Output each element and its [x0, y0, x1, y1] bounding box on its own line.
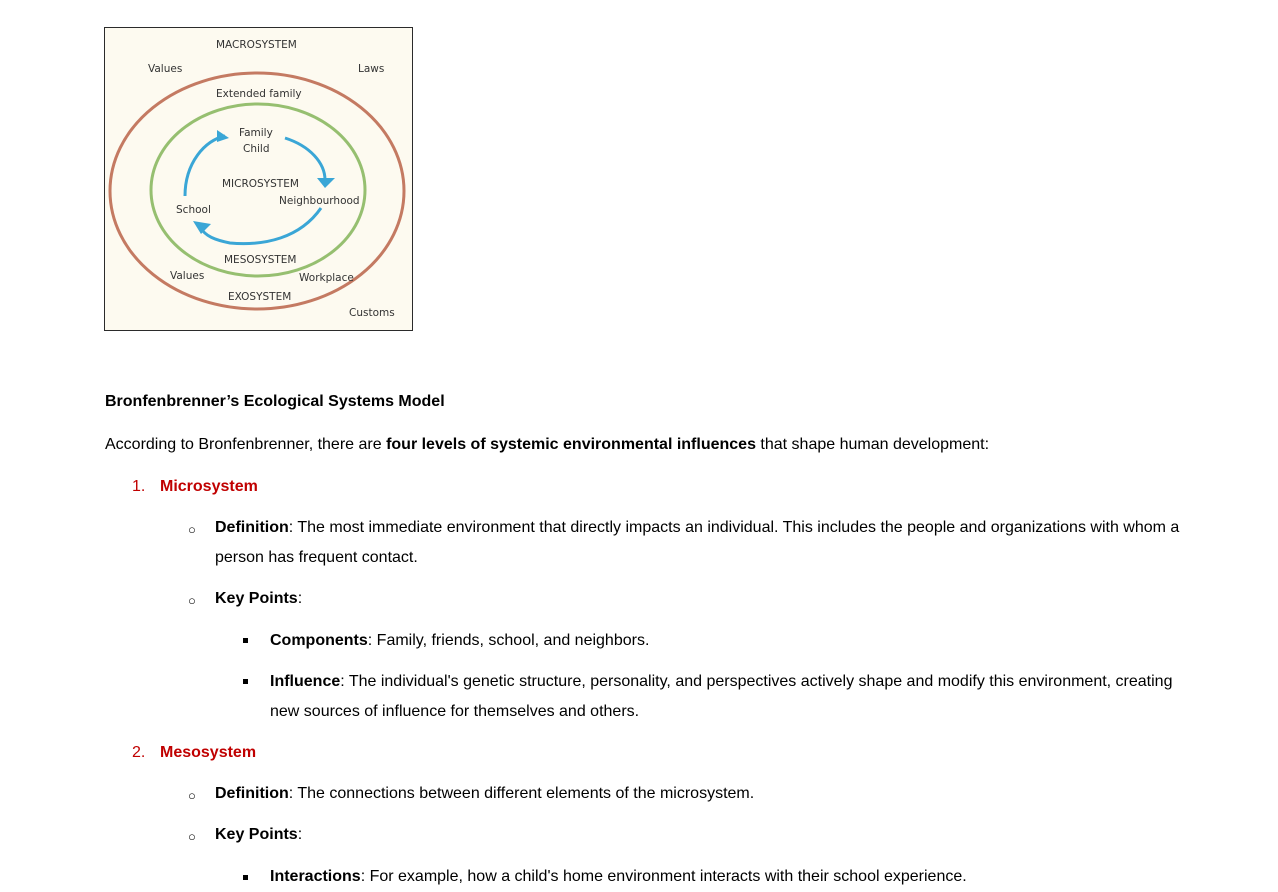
key-points-label: Key Points — [215, 826, 298, 843]
intro-text-bold: four levels of systemic environmental in… — [386, 436, 756, 453]
label-school: School — [176, 204, 211, 216]
circle-bullet: ○ — [188, 593, 196, 608]
label-customs: Customs — [349, 307, 395, 319]
definition-text: : The most immediate environment that di… — [215, 519, 1180, 566]
point-text: : For example, how a child's home enviro… — [360, 868, 967, 885]
label-exosystem: EXOSYSTEM — [228, 291, 291, 303]
point-influence: Influence: The individual's genetic stru… — [270, 667, 1175, 726]
key-points-colon: : — [297, 826, 303, 843]
macrosystem-ring — [108, 71, 406, 311]
circle-bullet: ○ — [188, 829, 196, 844]
intro-paragraph: According to Bronfenbrenner, there are f… — [105, 430, 989, 460]
label-workplace: Workplace — [299, 272, 354, 284]
point-label: Influence — [270, 673, 341, 690]
term-microsystem: Microsystem — [160, 478, 258, 495]
arrow-family-to-neighbourhood — [284, 136, 327, 181]
key-points-colon: : — [297, 590, 303, 607]
circle-bullet: ○ — [188, 788, 196, 803]
arrow-neighbourhood-to-school — [199, 207, 323, 246]
ecological-model-diagram: MACROSYSTEM Values Laws Extended family … — [104, 27, 413, 331]
arrow-head — [317, 178, 335, 188]
mesosystem-definition: Definition: The connections between diff… — [215, 779, 754, 809]
definition-text: : The connections between different elem… — [288, 785, 755, 802]
square-bullet — [243, 875, 248, 880]
diagram-svg: MACROSYSTEM Values Laws Extended family … — [108, 39, 406, 319]
square-bullet — [243, 679, 248, 684]
label-laws: Laws — [358, 63, 384, 75]
definition-label: Definition — [215, 519, 289, 536]
square-bullet — [243, 638, 248, 643]
list-number-1: 1. — [132, 478, 146, 495]
key-points-label: Key Points — [215, 590, 298, 607]
point-interactions: Interactions: For example, how a child's… — [270, 862, 967, 892]
label-macrosystem: MACROSYSTEM — [216, 39, 297, 51]
label-values-top: Values — [148, 63, 182, 75]
term-mesosystem: Mesosystem — [160, 744, 257, 761]
intro-text-after: that shape human development: — [755, 436, 990, 453]
label-neighbourhood: Neighbourhood — [279, 195, 360, 207]
circle-bullet: ○ — [188, 522, 196, 537]
point-text: : The individual's genetic structure, pe… — [270, 673, 1173, 720]
microsystem-key-points: Key Points: — [215, 584, 302, 614]
label-extended-family: Extended family — [216, 88, 302, 100]
point-components: Components: Family, friends, school, and… — [270, 626, 649, 656]
microsystem-definition: Definition: The most immediate environme… — [215, 513, 1185, 572]
section-heading: Bronfenbrenner’s Ecological Systems Mode… — [105, 393, 445, 410]
list-number-2: 2. — [132, 744, 146, 761]
point-label: Components — [270, 632, 368, 649]
definition-label: Definition — [215, 785, 289, 802]
arrow-head — [217, 130, 229, 142]
intro-text-before: According to Bronfenbrenner, there are — [105, 436, 387, 453]
label-mesosystem: MESOSYSTEM — [224, 254, 296, 266]
point-text: : Family, friends, school, and neighbors… — [367, 632, 650, 649]
mesosystem-key-points: Key Points: — [215, 820, 302, 850]
label-values-bottom: Values — [170, 270, 204, 282]
label-child: Child — [243, 143, 270, 155]
arrow-school-to-family — [183, 134, 226, 197]
label-microsystem: MICROSYSTEM — [222, 178, 299, 190]
mesosystem-ring — [149, 102, 367, 278]
arrow-head — [193, 221, 211, 234]
point-label: Interactions — [270, 868, 361, 885]
label-family: Family — [239, 127, 273, 139]
